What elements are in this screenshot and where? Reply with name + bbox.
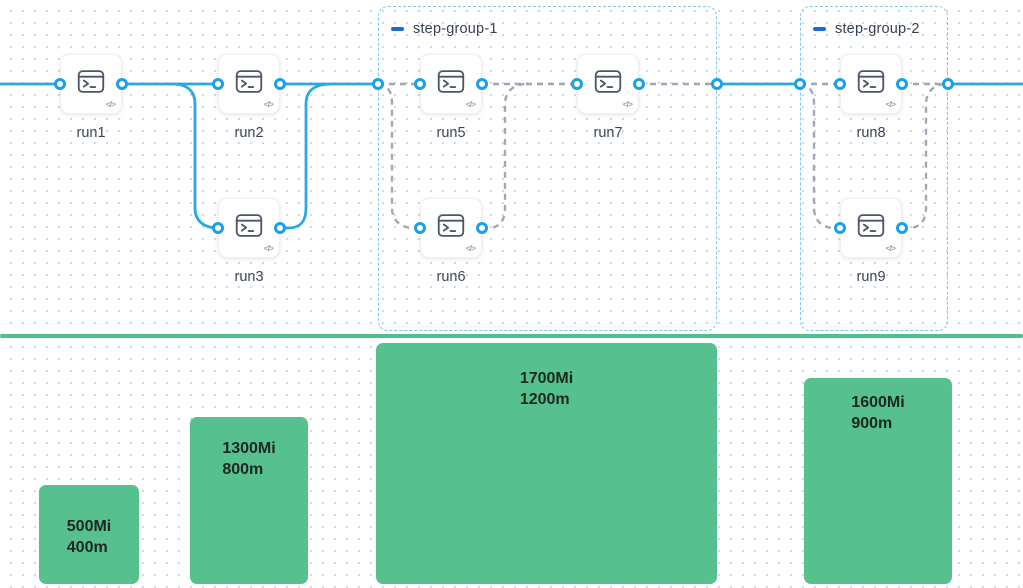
node-run5[interactable]: </>: [420, 54, 482, 114]
code-icon: </>: [263, 243, 274, 253]
port-run8-in[interactable]: [834, 78, 846, 90]
port-group1-out[interactable]: [711, 78, 723, 90]
node-run6[interactable]: </>: [420, 198, 482, 258]
edge-run3-merge: [280, 82, 333, 230]
port-run2-out[interactable]: [274, 78, 286, 90]
bar-memory-value: 1700Mi: [519, 370, 574, 387]
bar-cpu-value: 1200m: [519, 391, 570, 408]
node-label-run6: run6: [436, 269, 466, 285]
code-icon: </>: [465, 243, 476, 253]
code-icon: </>: [263, 99, 274, 109]
port-run2-in[interactable]: [212, 78, 224, 90]
collapse-dash-icon[interactable]: [391, 27, 404, 31]
code-icon: </>: [105, 99, 116, 109]
port-group1-in[interactable]: [372, 78, 384, 90]
node-run8[interactable]: </>: [840, 54, 902, 114]
terminal-icon: [438, 214, 465, 237]
node-run1[interactable]: </>: [60, 54, 122, 114]
chart-baseline: [0, 334, 1023, 338]
node-run2[interactable]: </>: [218, 54, 280, 114]
group-label: step-group-1: [413, 21, 498, 37]
bar-cpu-value: 900m: [851, 415, 893, 432]
port-run9-out[interactable]: [896, 222, 908, 234]
port-run3-out[interactable]: [274, 222, 286, 234]
port-run7-out[interactable]: [633, 78, 645, 90]
node-run3[interactable]: </>: [218, 198, 280, 258]
code-icon: </>: [622, 99, 633, 109]
code-icon: </>: [885, 99, 896, 109]
bar-run1: 500Mi 400m: [39, 485, 139, 584]
port-group2-out[interactable]: [942, 78, 954, 90]
port-run1-out[interactable]: [116, 78, 128, 90]
port-group2-in[interactable]: [794, 78, 806, 90]
bar-memory-value: 1600Mi: [851, 394, 905, 411]
node-label-run5: run5: [436, 125, 466, 141]
group-header[interactable]: step-group-1: [391, 21, 498, 37]
port-run9-in[interactable]: [834, 222, 846, 234]
bar-cpu-value: 400m: [66, 539, 108, 556]
node-run9[interactable]: </>: [840, 198, 902, 258]
port-run7-in[interactable]: [571, 78, 583, 90]
port-run3-in[interactable]: [212, 222, 224, 234]
node-label-run2: run2: [234, 125, 264, 141]
port-run5-out[interactable]: [476, 78, 488, 90]
node-label-run3: run3: [234, 269, 264, 285]
node-label-run1: run1: [76, 125, 106, 141]
group-label: step-group-2: [835, 21, 920, 37]
code-icon: </>: [885, 243, 896, 253]
bar-run2-run3: 1300Mi 800m: [190, 417, 308, 584]
node-label-run8: run8: [856, 125, 886, 141]
terminal-icon: [858, 214, 885, 237]
terminal-icon: [236, 70, 263, 93]
terminal-icon: [236, 214, 263, 237]
group-header[interactable]: step-group-2: [813, 21, 920, 37]
node-run7[interactable]: </>: [577, 54, 639, 114]
terminal-icon: [78, 70, 105, 93]
terminal-icon: [595, 70, 622, 93]
node-label-run7: run7: [593, 125, 623, 141]
bar-cpu-value: 800m: [222, 461, 264, 478]
bar-step-group-2: 1600Mi 900m: [804, 378, 952, 584]
port-run6-out[interactable]: [476, 222, 488, 234]
bar-memory-value: 1300Mi: [222, 440, 276, 457]
bar-memory-value: 500Mi: [66, 518, 112, 535]
bar-step-group-1: 1700Mi 1200m: [376, 343, 717, 584]
port-run1-in[interactable]: [54, 78, 66, 90]
port-run8-out[interactable]: [896, 78, 908, 90]
collapse-dash-icon[interactable]: [813, 27, 826, 31]
terminal-icon: [858, 70, 885, 93]
edge-run1-run3: [168, 82, 219, 230]
port-run5-in[interactable]: [414, 78, 426, 90]
port-run6-in[interactable]: [414, 222, 426, 234]
terminal-icon: [438, 70, 465, 93]
code-icon: </>: [465, 99, 476, 109]
node-label-run9: run9: [856, 269, 886, 285]
